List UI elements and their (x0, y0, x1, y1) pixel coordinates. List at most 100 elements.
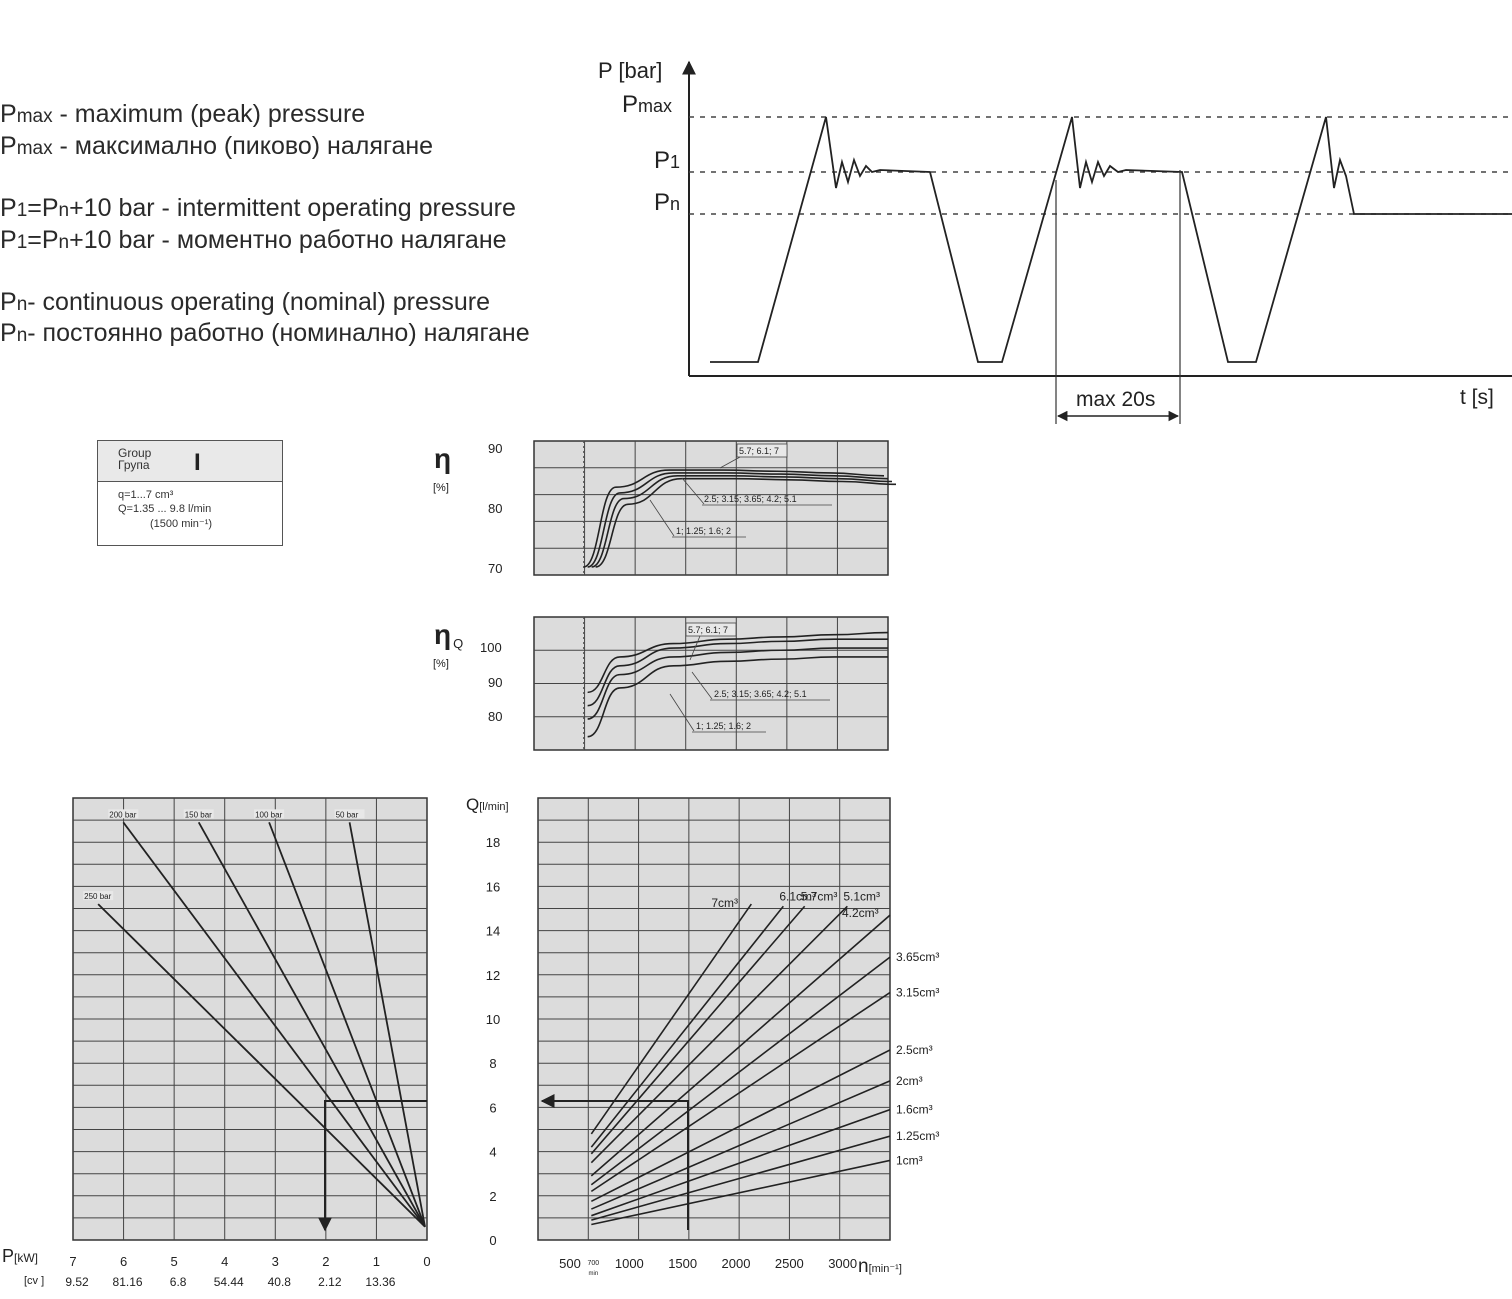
level-label-pmax: Pmax (622, 91, 672, 118)
flow-line (590, 1049, 891, 1203)
power-line-label-bg (254, 809, 285, 819)
pressure-x-label: t [s] (1460, 386, 1494, 409)
flow-x-tick: 2000 (722, 1256, 751, 1271)
leader-line (689, 635, 701, 661)
efficiency-curve (587, 472, 889, 568)
power-line-label-bg (108, 809, 139, 819)
flow-line-label: 2cm³ (896, 1074, 923, 1088)
group-box: Group Група I q=1...7 cm³ Q=1.35 ... 9.8… (97, 440, 283, 546)
power-line-label-bg (334, 809, 365, 819)
flow-line-label: 5.1cm³ (843, 889, 880, 903)
flow-y-tick: 0 (489, 1233, 496, 1248)
power-line-label: 250 bar (84, 892, 111, 901)
efficiency-curves (583, 441, 897, 575)
efficiency-label-b: 2.5; 3.15; 3.65; 4.2; 5.1 (702, 494, 832, 506)
power-line-label: 100 bar (255, 810, 282, 819)
flow-line-label: 6.1cm³ (779, 889, 816, 903)
flow-y-tick: 14 (486, 924, 500, 939)
flow-x-tick-unit: min (588, 1271, 598, 1277)
volumetric-y-tick: 100 (480, 640, 502, 655)
leader-line (681, 477, 705, 505)
flow-line (590, 991, 891, 1193)
volumetric-curve (587, 656, 888, 738)
group-number: I (194, 449, 201, 476)
flow-y-tick: 12 (486, 968, 500, 983)
legend-pmax-en: Pmax - maximum (peak) pressure (0, 100, 366, 128)
power-line (122, 821, 426, 1228)
svg-text:5.7; 6.1; 7: 5.7; 6.1; 7 (688, 625, 728, 635)
power-x-tick: 3 (272, 1254, 279, 1269)
flow-line (591, 1159, 891, 1226)
legend-p1-en: P1=Pn+10 bar - intermittent operating pr… (0, 194, 516, 222)
flow-line (590, 956, 891, 1186)
efficiency-y-tick: 70 (488, 561, 502, 576)
legend-pmax-bg: Pmax - максимално (пиково) налягане (0, 132, 434, 160)
efficiency-curve (591, 474, 893, 568)
flow-line-label: 5.7cm³ (801, 889, 838, 903)
power-x-tick: 4 (221, 1254, 228, 1269)
flow-line-label: 1cm³ (896, 1153, 923, 1167)
power-x-tick-cv: 54.44 (214, 1275, 244, 1289)
power-x-tick-cv: 40.8 (268, 1275, 292, 1289)
power-x-tick: 1 (373, 1254, 380, 1269)
flow-y-tick: 4 (489, 1145, 496, 1160)
efficiency-y-unit: [%] (433, 482, 449, 494)
flow-y-tick: 6 (489, 1100, 496, 1115)
volumetric-curves (583, 617, 889, 750)
power-line-label: 200 bar (109, 810, 136, 819)
svg-text:1; 1.25; 1.6; 2: 1; 1.25; 1.6; 2 (676, 526, 731, 536)
flow-y-tick: 2 (489, 1189, 496, 1204)
efficiency-curve (583, 469, 885, 568)
flow-line-label: 3.65cm³ (896, 950, 939, 964)
pressure-cycle-curve (710, 116, 1512, 363)
flow-line (590, 905, 784, 1148)
flow-line (590, 914, 891, 1177)
svg-text:5.7; 6.1; 7: 5.7; 6.1; 7 (739, 446, 779, 456)
power-x-tick: 2 (322, 1254, 329, 1269)
flow-line-label: 7cm³ (711, 896, 738, 910)
power-line (197, 821, 426, 1228)
group-label-en: Group (118, 446, 152, 460)
flow-y-tick: 18 (486, 835, 500, 850)
flow-y-tick: 8 (489, 1056, 496, 1071)
leader-line (669, 693, 695, 732)
efficiency-curve (595, 477, 897, 568)
power-x-tick-cv: 13.36 (365, 1275, 395, 1289)
power-line (268, 821, 426, 1228)
flow-x-tick: 1500 (668, 1256, 697, 1271)
flow-y-label: Q[l/min] (466, 795, 509, 814)
flow-x-label: n[min⁻¹] (858, 1256, 902, 1277)
flow-line-label: 3.15cm³ (896, 985, 939, 999)
volumetric-y-tick: 80 (488, 709, 502, 724)
group-line-3: (1500 min⁻¹) (150, 518, 213, 530)
volumetric-curve (587, 638, 888, 707)
volumetric-y-unit: [%] (433, 658, 449, 670)
efficiency-label-a: 5.7; 6.1; 7 (736, 443, 788, 458)
volumetric-label-a: 5.7; 6.1; 7 (685, 622, 737, 637)
efficiency-y-tick: 80 (488, 501, 502, 516)
power-x-tick-cv: 81.16 (113, 1275, 143, 1289)
power-x-tick: 6 (120, 1254, 127, 1269)
power-x-tick: 5 (171, 1254, 178, 1269)
level-label-p1: P1 (654, 147, 680, 174)
flow-y-tick: 16 (486, 879, 500, 894)
power-x-symbol-cv: [cv ] (24, 1275, 44, 1287)
power-x-symbol: P[kW] (2, 1246, 38, 1266)
power-example-path (318, 1100, 427, 1232)
svg-text:1; 1.25; 1.6; 2: 1; 1.25; 1.6; 2 (696, 721, 751, 731)
volumetric-label-c: 1; 1.25; 1.6; 2 (692, 721, 766, 733)
pressure-y-label: P [bar] (598, 58, 662, 83)
power-line-label-bg (83, 891, 114, 901)
flow-x-tick: 700 (587, 1260, 599, 1267)
svg-text:2.5; 3.15; 3.65; 4.2; 5.1: 2.5; 3.15; 3.65; 4.2; 5.1 (704, 494, 797, 504)
power-x-tick-cv: 9.52 (65, 1275, 89, 1289)
flow-line-label: 2.5cm³ (896, 1043, 933, 1057)
flow-line (591, 1108, 891, 1217)
group-line-2: Q=1.35 ... 9.8 l/min (118, 503, 212, 515)
level-label-pn: Pn (654, 189, 680, 216)
